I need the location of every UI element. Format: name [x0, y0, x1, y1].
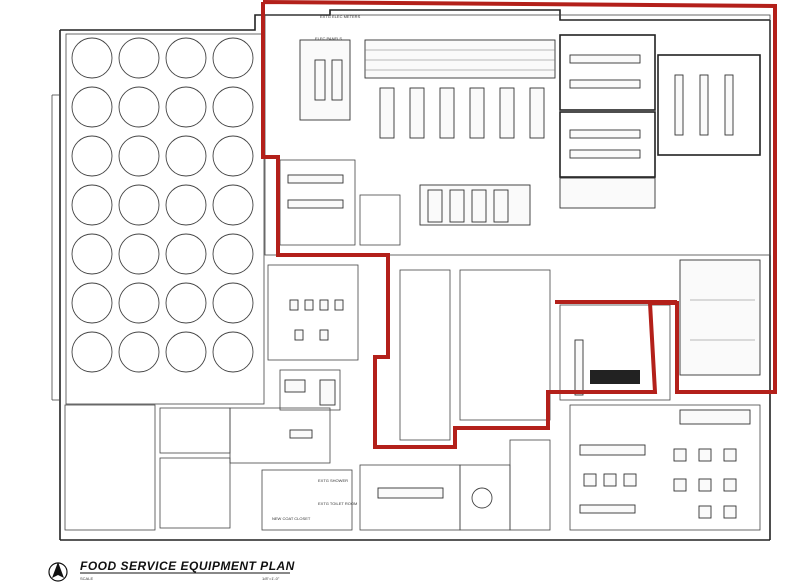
cafe-table	[698, 448, 712, 462]
cafe-table	[723, 448, 737, 462]
round-table	[212, 135, 254, 177]
round-table	[212, 86, 254, 128]
cafe-table	[698, 478, 712, 492]
round-table	[71, 331, 113, 373]
kitchen-scope-boundary	[261, 0, 777, 449]
cafe-table	[603, 473, 617, 487]
round-table	[212, 184, 254, 226]
round-table	[71, 184, 113, 226]
extg-toilet-room-label: EXTG TOILET ROOM	[318, 501, 357, 506]
cafe-table	[698, 505, 712, 519]
round-table	[71, 233, 113, 275]
round-table	[118, 135, 160, 177]
round-table	[165, 135, 207, 177]
round-table	[165, 331, 207, 373]
banquet-hall	[65, 33, 265, 405]
round-table	[118, 184, 160, 226]
cafe-table	[623, 473, 637, 487]
round-table	[118, 282, 160, 324]
extg-shower-label: EXTG SHOWER	[318, 478, 348, 483]
office-suite: NEW COAT CLOSET EXTG SHOWER EXTG TOILET …	[64, 14, 361, 531]
cafe-table	[723, 505, 737, 519]
round-table	[165, 282, 207, 324]
round-table	[71, 86, 113, 128]
round-table	[118, 86, 160, 128]
coat-closet-label: NEW COAT CLOSET	[272, 516, 311, 521]
round-table	[212, 331, 254, 373]
round-table	[165, 37, 207, 79]
round-table	[71, 135, 113, 177]
scale-label: SCALE	[80, 576, 93, 581]
round-table	[71, 282, 113, 324]
elec-panels-label: ELEC PANELS	[315, 36, 342, 41]
north-arrow-icon	[48, 562, 68, 582]
round-table	[165, 184, 207, 226]
round-table	[118, 37, 160, 79]
meeting-rooms	[359, 439, 551, 531]
round-table	[118, 233, 160, 275]
round-table	[71, 37, 113, 79]
round-table	[212, 282, 254, 324]
cafe-table	[723, 478, 737, 492]
restroom-block	[267, 264, 359, 361]
plan-title: FOOD SERVICE EQUIPMENT PLAN	[80, 559, 295, 573]
main-kitchen	[264, 14, 771, 256]
round-table	[212, 233, 254, 275]
scale-value: 1/8"=1'-0"	[262, 576, 280, 581]
servery-and-cafe	[559, 259, 761, 531]
round-table	[165, 233, 207, 275]
cafe-table	[583, 473, 597, 487]
cafe-tables	[583, 448, 737, 519]
round-table	[118, 331, 160, 373]
dining-rooms	[399, 269, 551, 441]
round-table	[212, 37, 254, 79]
elec-meters-label: EXTG ELEC METERS	[320, 14, 361, 19]
cafe-table	[673, 448, 687, 462]
round-tables-grid	[71, 37, 254, 373]
round-table	[165, 86, 207, 128]
scope-boundaries	[261, 0, 777, 449]
cafe-table	[673, 478, 687, 492]
title-block: FOOD SERVICE EQUIPMENT PLAN SCALE 1/8"=1…	[48, 559, 295, 582]
